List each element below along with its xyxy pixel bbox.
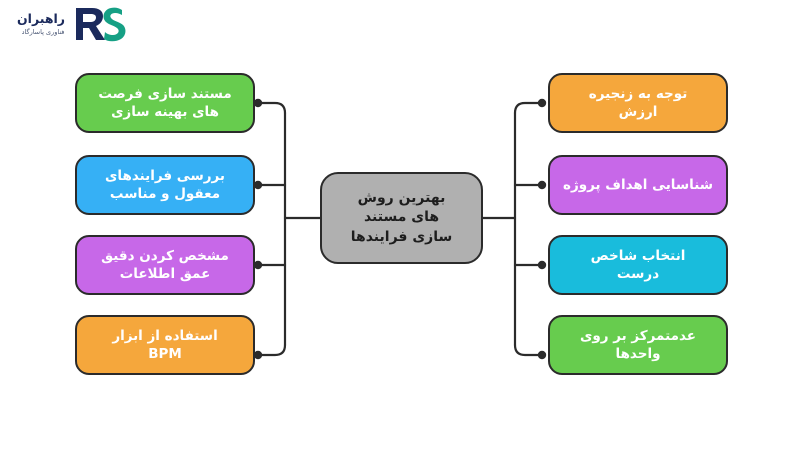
right-node-4[interactable]: عدمتمرکز بر روی واحدها — [548, 315, 728, 375]
company-logo: راهبران فناوری پاسارگاد — [8, 4, 128, 46]
connector-dots — [253, 98, 547, 360]
right-node-2[interactable]: شناسایی اهداف پروژه — [548, 155, 728, 215]
left-node-3[interactable]: مشخص کردن دقیق عمق اطلاعات — [75, 235, 255, 295]
right-node-1[interactable]: توجه به زنجیره ارزش — [548, 73, 728, 133]
logo-main-text: راهبران — [17, 11, 65, 26]
left-node-1[interactable]: مستند سازی فرصت های بهینه سازی — [75, 73, 255, 133]
center-node[interactable]: بهترین روش های مستند سازی فرایندها — [320, 172, 483, 264]
logo-mark-rs-icon — [70, 4, 128, 44]
left-node-4[interactable]: استفاده از ابزار BPM — [75, 315, 255, 375]
right-node-3[interactable]: انتخاب شاخص درست — [548, 235, 728, 295]
logo-sub-text: فناوری پاسارگاد — [21, 28, 65, 36]
left-node-2[interactable]: بررسی فرایندهای معقول و مناسب — [75, 155, 255, 215]
